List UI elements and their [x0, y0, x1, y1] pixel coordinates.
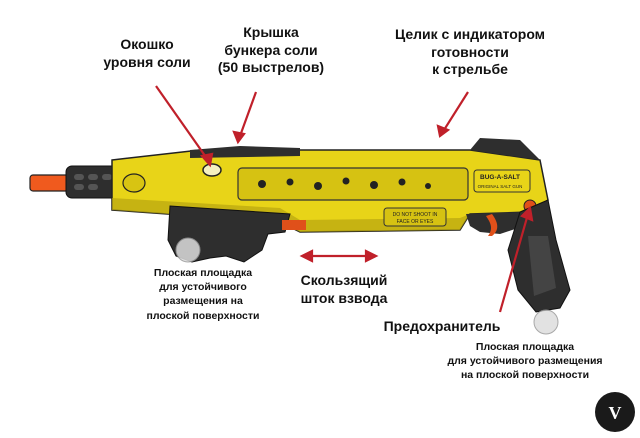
body-shade: [112, 198, 470, 232]
hopper-cap: [190, 146, 300, 158]
vent-slot: [74, 184, 84, 190]
label-safety: Предохранитель: [383, 318, 501, 334]
flat-pad-rear-marker: [533, 309, 559, 335]
label-cocking-rod: Скользящий шток взвода: [300, 272, 388, 306]
salt-window: [202, 163, 222, 177]
logo-subtitle: ORIGINAL SALT GUN: [478, 184, 523, 189]
logo-plate: [473, 169, 531, 193]
label-hopper-cap: Крышка бункера соли (50 выстрелов): [217, 24, 325, 75]
barrel-front: [65, 165, 119, 199]
callout-arrows: [155, 85, 534, 313]
trigger: [486, 214, 498, 236]
side-panel: [237, 167, 469, 201]
badge-letter: V: [609, 403, 622, 423]
warning-line-2: FACE OR EYES: [397, 219, 434, 225]
front-knob: [122, 173, 146, 193]
grip-texture: [528, 236, 556, 296]
vent-slot: [88, 184, 98, 190]
logo-text: BUG-A-SALT: [480, 174, 520, 181]
warning-line-1: DO NOT SHOOT IN: [393, 212, 438, 218]
flat-pad-front-marker: [175, 237, 201, 263]
label-rear-sight: Целик с индикатором готовности к стрельб…: [394, 26, 546, 77]
label-salt-window: Окошко уровня соли: [103, 36, 191, 70]
label-flat-pad-front: Плоская площадка для устойчивого размеще…: [146, 267, 260, 322]
label-flat-pad-rear: Плоская площадка для устойчивого размеще…: [447, 341, 603, 382]
vent-slot: [88, 174, 98, 180]
vent-slot: [74, 174, 84, 180]
warning-plate: [383, 207, 447, 227]
vent-slot: [102, 174, 112, 180]
cocking-rod: [282, 220, 306, 230]
bug-icons: [258, 177, 431, 190]
rear-sight: [470, 138, 540, 160]
v-star-circle-icon: [595, 392, 635, 432]
